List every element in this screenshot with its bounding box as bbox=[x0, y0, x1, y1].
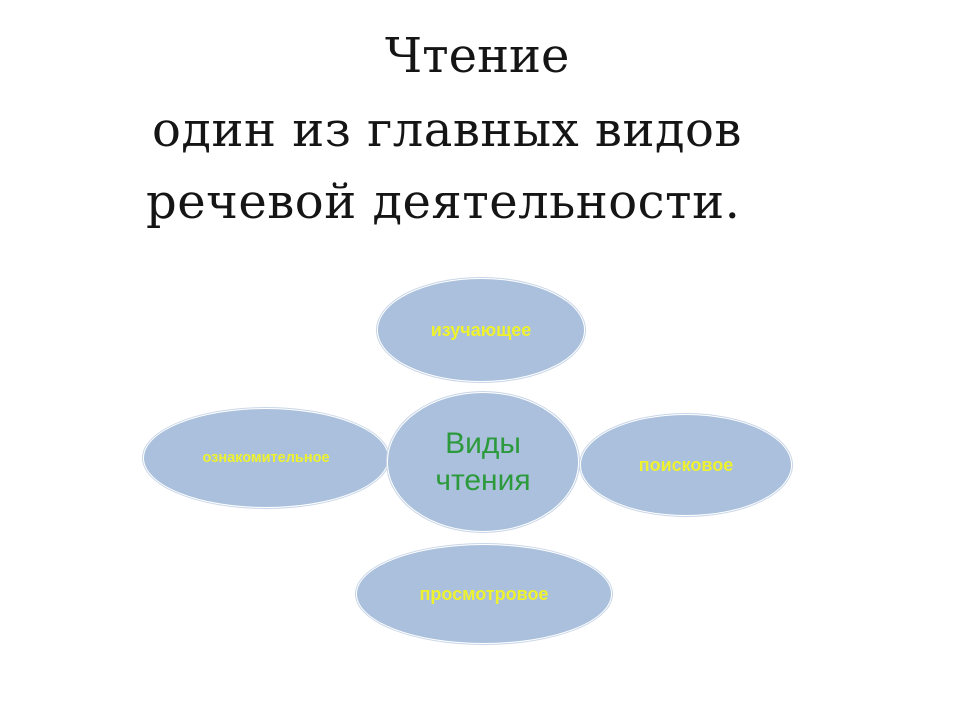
center-label-line-2: чтения bbox=[435, 464, 531, 497]
node-left-label: ознакомительное bbox=[202, 450, 330, 466]
node-top-label: изучающее bbox=[430, 319, 532, 340]
node-right-label: поисковое bbox=[638, 454, 734, 475]
node-center: Виды чтения bbox=[387, 392, 579, 532]
center-label-line-1: Виды bbox=[445, 426, 521, 460]
node-right: поисковое bbox=[580, 414, 792, 516]
node-left: ознакомительное bbox=[143, 408, 389, 508]
title-line-1: Чтение bbox=[385, 28, 570, 84]
title-line-2: один из главных видов bbox=[152, 102, 742, 158]
title-line-3: речевой деятельности. bbox=[146, 174, 741, 230]
node-top: изучающее bbox=[377, 278, 585, 382]
node-bottom-label: просмотровое bbox=[419, 583, 549, 604]
node-bottom: просмотровое bbox=[356, 544, 612, 644]
